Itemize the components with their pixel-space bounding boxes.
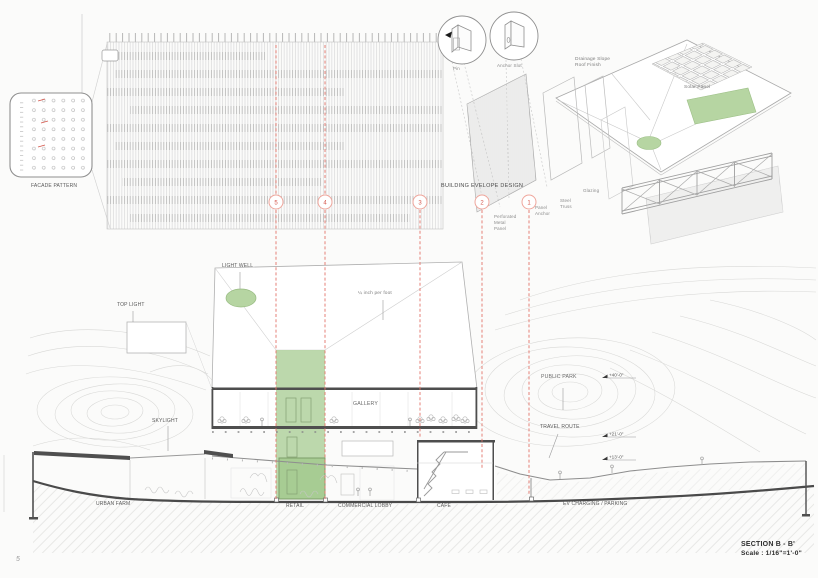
urban-farm-label: URBAN FARM [96,501,131,507]
section-scale: Scale : 1/16"=1'-0" [741,550,802,557]
urban-farm-sketch [144,473,338,498]
pin-arrow-icon [445,31,452,38]
skylight-label: SKYLIGHT [152,418,178,424]
landscape-structures [126,311,564,459]
solar-panel-green [686,87,757,125]
perforated-panel [466,73,537,213]
column-feet [274,496,534,503]
page-number: 5 [16,556,21,563]
panel-frame-2 [584,75,611,159]
callout-3: 3 [418,200,422,206]
travel-route-path [494,460,807,481]
envelope-heading: BUILDING EVELOPE DESIGN [441,183,524,189]
anchor-slot-label: Anchor Slot [497,63,522,68]
roof-slope-label: ¼ inch per foot [358,291,392,296]
retail-label: RETAIL [286,503,305,509]
callout-1: 1 [527,200,531,206]
glazing-label: Glazing [583,188,600,193]
envelope-detail-circles [437,11,548,211]
callout-4: 4 [323,200,327,206]
elevation-markers: +40'-0" +21'-0" +13'-0" [602,373,636,461]
public-park-label: PUBLIC PARK [541,374,577,380]
roof-drain-green [636,136,662,150]
ground-hatch [33,463,814,553]
pin-glyph [451,24,472,53]
top-light-label: TOP LIGHT [117,302,145,308]
elevation-top: +40'-0" [609,373,624,378]
shaft-doors [285,397,312,495]
travel-route-label: TRAVEL ROUTE [540,424,580,430]
ev-charging-label: EV CHARGING / PARKING [563,501,628,507]
light-well-green [225,288,257,308]
callout-5: 5 [274,200,278,206]
panel-frame [542,76,583,181]
panel-axonometric [466,73,634,213]
section-roof-plane [211,261,478,390]
panel-anchor-label: Panel Anchor [535,205,551,216]
elevation-low: +13'-0" [609,455,624,460]
pattern-red-marks [37,98,49,148]
callout-2: 2 [480,200,484,206]
solar-panel-label: Solar Panel [684,85,711,90]
glazing-pane [600,106,634,200]
facade-pattern-detail [9,14,111,229]
anchor-slot-glyph [504,20,525,50]
topography-right [464,266,817,453]
top-light-box [126,321,187,354]
truss-axonometric [621,152,784,245]
gallery-label: GALLERY [353,401,378,407]
light-well-label: LIGHT WELL [222,263,254,269]
cafe-label: CAFE [437,503,451,509]
ground-line [32,479,815,504]
callout-lines: 5 4 3 2 1 [268,45,537,499]
roof-axonometric [555,39,792,176]
perforated-screen [645,165,784,245]
cafe-stairs [423,451,468,497]
drainage-label: Drainage Slope Roof Finish [575,57,611,69]
facade-pattern-label: FACADE PATTERN [31,183,78,189]
steel-truss-label: Steel Truss [560,198,572,209]
section-title: SECTION B - B' [741,541,795,548]
elevation-mid: +21'-0" [609,432,624,437]
solar-array [651,42,753,91]
pin-label: Pin [453,66,460,71]
lobby-window [341,440,394,457]
perforated-panel-label: Perforated Metal Panel [494,214,517,231]
section-building [3,350,815,520]
commercial-lobby-label: COMMERCIAL LOBBY [338,503,393,509]
